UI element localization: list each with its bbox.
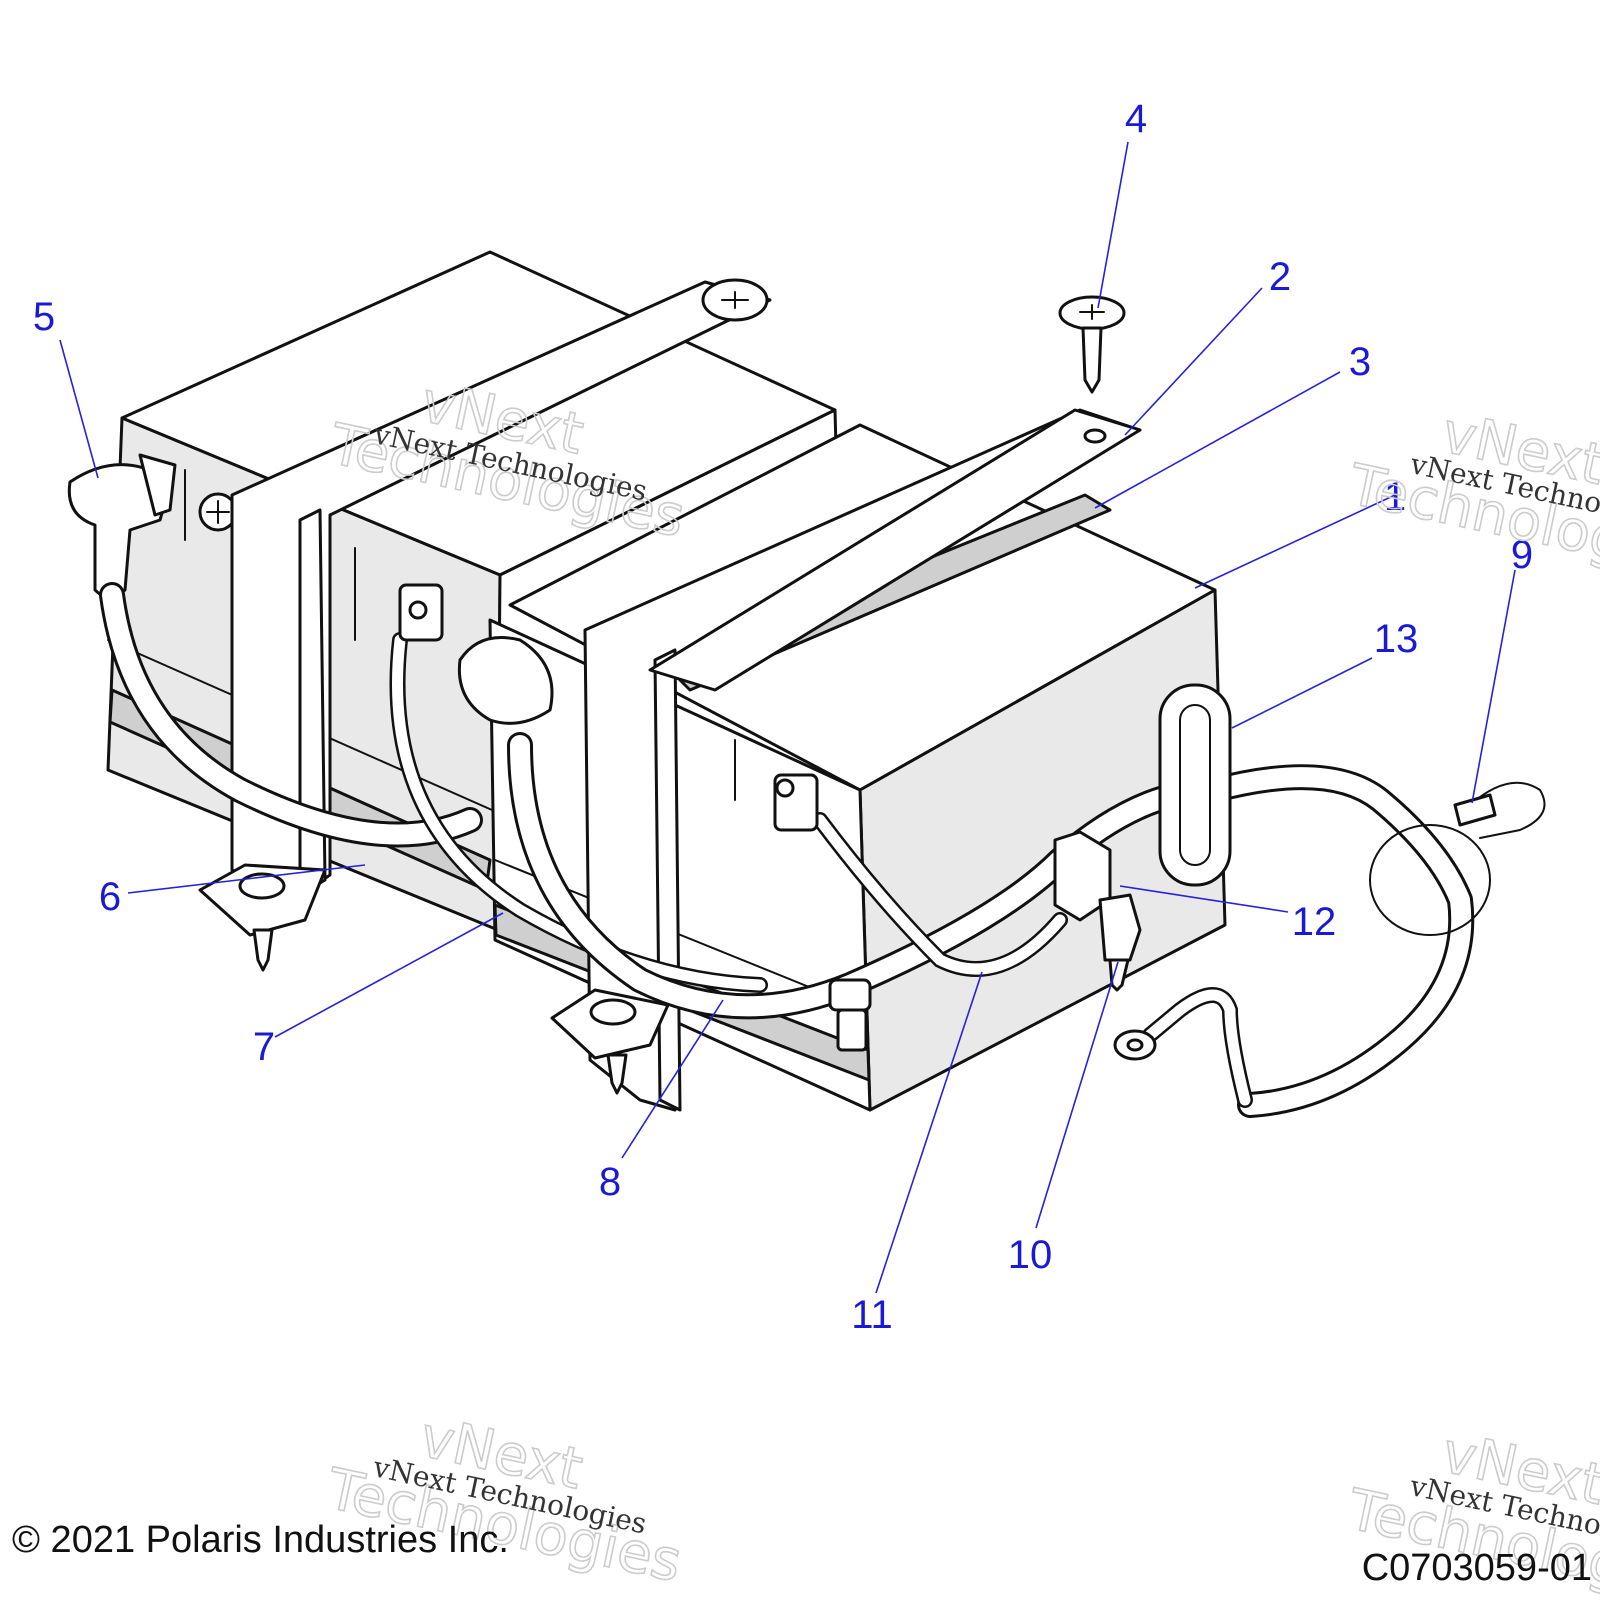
watermark-bottom-center: vNext Technologies vNext Technologies: [320, 1404, 688, 1596]
grommet-part-13: [1158, 683, 1232, 887]
leader-1: [1194, 494, 1396, 589]
foot-screws: [198, 863, 670, 1095]
terminal-boot-part-5: [67, 453, 177, 599]
figure-id: C0703059-01: [1362, 1547, 1592, 1589]
watermark-top-right: vNext Technologies vNext Technologies: [1342, 400, 1600, 592]
leader-13: [1231, 657, 1373, 729]
callout-3: 3: [1349, 340, 1371, 384]
terminal-bolt-nut: [828, 830, 1142, 1052]
callout-8: 8: [599, 1160, 621, 1204]
leader-9: [1471, 569, 1516, 804]
leader-lines: [59, 141, 1516, 1294]
cable-clip-part-9: [1369, 781, 1546, 936]
terminal-lugs: [398, 583, 819, 832]
callout-11: 11: [851, 1293, 893, 1337]
leader-10: [1035, 961, 1119, 1229]
screw-part-4: [1058, 295, 1126, 394]
callout-12: 12: [1292, 900, 1337, 944]
callout-1: 1: [1384, 475, 1406, 519]
leader-11: [875, 971, 983, 1294]
leader-5: [59, 339, 99, 479]
callout-10: 10: [1008, 1233, 1053, 1277]
callout-5: 5: [33, 295, 55, 339]
callout-7: 7: [253, 1025, 275, 1069]
callout-4: 4: [1125, 97, 1147, 141]
callout-labels: 1 2 3 4 5 6 7 8 9 10 11 12 13: [33, 97, 1533, 1337]
leader-8: [621, 999, 724, 1159]
watermark-bottom-right: vNext Technologies vNext Technologies: [1341, 1420, 1600, 1600]
callout-9: 9: [1511, 533, 1533, 577]
footer: © 2021 Polaris Industries Inc. C0703059-…: [12, 1519, 1592, 1589]
leader-12: [1119, 885, 1289, 913]
callout-2: 2: [1269, 255, 1291, 299]
bracket-top-plate: [648, 408, 1142, 692]
copyright-text: © 2021 Polaris Industries Inc.: [12, 1519, 509, 1561]
leader-6: [127, 864, 366, 894]
callout-6: 6: [99, 875, 121, 919]
rear-hold-down-frame: [230, 278, 772, 897]
leader-2: [1124, 287, 1263, 436]
battery-assembly-drawing: [67, 250, 1546, 1118]
leader-7: [274, 912, 504, 1038]
leader-3: [1094, 371, 1341, 509]
leader-4: [1097, 141, 1129, 309]
callout-13: 13: [1374, 617, 1419, 661]
